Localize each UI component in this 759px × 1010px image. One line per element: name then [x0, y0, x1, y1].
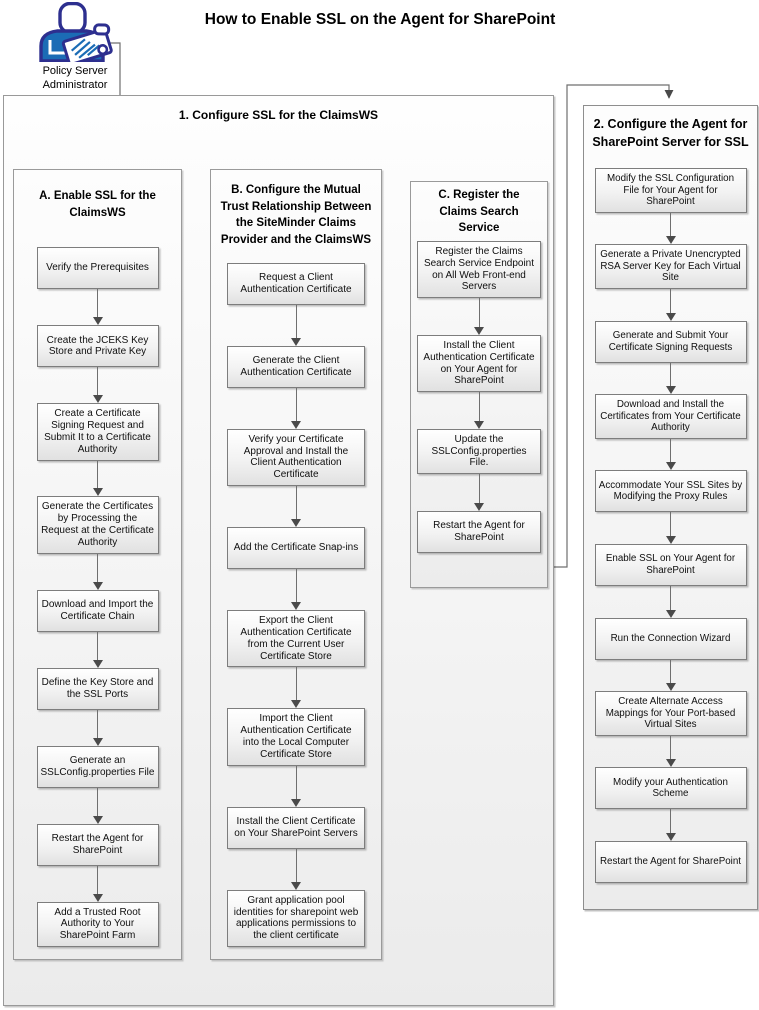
administrator-icon	[39, 2, 113, 62]
down-arrow-icon	[286, 569, 306, 611]
down-arrow-icon	[88, 787, 108, 824]
step-box: Create Alternate Access Mappings for You…	[594, 691, 747, 736]
step-box: Update the SSLConfig.properties File.	[417, 428, 541, 475]
step-box: Install the Client Authentication Certif…	[417, 334, 541, 393]
down-arrow-icon	[661, 809, 681, 841]
down-arrow-icon	[661, 212, 681, 245]
step-box: Add the Certificate Snap-ins	[227, 527, 365, 570]
down-arrow-icon	[661, 438, 681, 471]
phase2-steps: Modify the SSL Configuration File for Yo…	[584, 151, 757, 909]
down-arrow-icon	[286, 387, 306, 429]
step-box: Generate the Certificates by Processing …	[36, 496, 159, 554]
phase1-title: 1. Configure SSL for the ClaimsWS	[178, 108, 379, 122]
step-box: Install the Client Certificate on Your S…	[227, 806, 365, 849]
down-arrow-icon	[661, 735, 681, 768]
step-box: Enable SSL on Your Agent for SharePoint	[594, 543, 747, 586]
down-arrow-icon	[661, 659, 681, 692]
step-box: Generate the Client Authentication Certi…	[227, 345, 365, 388]
step-box: Export the Client Authentication Certifi…	[227, 610, 365, 668]
down-arrow-icon	[661, 512, 681, 544]
down-arrow-icon	[286, 765, 306, 807]
step-box: Generate and Submit Your Certificate Sig…	[594, 320, 747, 363]
down-arrow-icon	[469, 392, 489, 429]
step-box: Run the Connection Wizard	[594, 617, 747, 660]
step-box: Modify the SSL Configuration File for Yo…	[594, 168, 747, 213]
step-box: Import the Client Authentication Certifi…	[227, 708, 365, 766]
policy-server-administrator: Policy Server Administrator	[10, 2, 140, 93]
column-c-header: C. Register the Claims Search Service	[438, 189, 520, 235]
step-box: Restart the Agent for SharePoint	[417, 510, 541, 553]
step-box: Add a Trusted Root Authority to Your Sha…	[36, 901, 159, 947]
down-arrow-icon	[286, 486, 306, 528]
down-arrow-icon	[286, 667, 306, 709]
administrator-label: Policy Server Administrator	[42, 65, 108, 91]
step-box: Download and Install the Certificates fr…	[594, 394, 747, 439]
phase2-title: 2. Configure the Agent for SharePoint Se…	[592, 117, 749, 149]
column-b: B. Configure the Mutual Trust Relationsh…	[210, 169, 382, 960]
step-box: Restart the Agent for SharePoint	[36, 823, 159, 866]
step-box: Generate an SSLConfig.properties File	[36, 745, 159, 788]
down-arrow-icon	[88, 289, 108, 326]
step-box: Define the Key Store and the SSL Ports	[36, 667, 159, 710]
down-arrow-icon	[469, 474, 489, 511]
down-arrow-icon	[661, 362, 681, 395]
down-arrow-icon	[286, 304, 306, 346]
column-a: A. Enable SSL for the ClaimsWS Verify th…	[13, 169, 182, 960]
down-arrow-icon	[88, 709, 108, 746]
down-arrow-icon	[88, 367, 108, 404]
step-box: Accommodate Your SSL Sites by Modifying …	[594, 470, 747, 513]
down-arrow-icon	[88, 553, 108, 590]
down-arrow-icon	[88, 631, 108, 668]
down-arrow-icon	[88, 460, 108, 497]
column-c: C. Register the Claims Search Service Re…	[410, 181, 548, 588]
step-box: Verify your Certificate Approval and Ins…	[227, 428, 365, 487]
step-box: Generate a Private Unencrypted RSA Serve…	[594, 244, 747, 289]
down-arrow-icon	[469, 298, 489, 335]
step-box: Download and Import the Certificate Chai…	[36, 589, 159, 632]
step-box: Request a Client Authentication Certific…	[227, 262, 365, 305]
column-b-header: B. Configure the Mutual Trust Relationsh…	[220, 184, 372, 247]
page-title: How to Enable SSL on the Agent for Share…	[204, 11, 556, 28]
down-arrow-icon	[88, 865, 108, 902]
column-c-steps: Register the Claims Search Service Endpo…	[411, 237, 547, 587]
down-arrow-icon	[661, 288, 681, 321]
phase2-box: 2. Configure the Agent for SharePoint Se…	[583, 105, 758, 910]
down-arrow-icon	[286, 848, 306, 890]
step-box: Restart the Agent for SharePoint	[594, 841, 747, 884]
step-box: Verify the Prerequisites	[36, 247, 159, 290]
step-box: Modify your Authentication Scheme	[594, 767, 747, 810]
step-box: Create a Certificate Signing Request and…	[36, 403, 159, 461]
step-box: Create the JCEKS Key Store and Private K…	[36, 325, 159, 368]
column-a-header: A. Enable SSL for the ClaimsWS	[39, 190, 156, 219]
column-b-steps: Request a Client Authentication Certific…	[211, 249, 381, 959]
step-box: Grant application pool identities for sh…	[227, 889, 365, 947]
step-box: Register the Claims Search Service Endpo…	[417, 241, 541, 299]
down-arrow-icon	[661, 585, 681, 618]
